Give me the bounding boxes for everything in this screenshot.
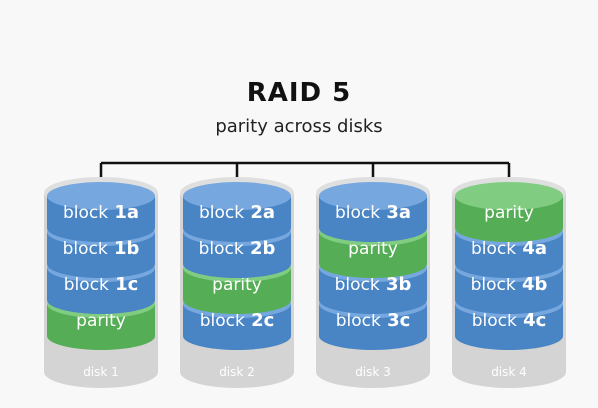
- block-label-prefix: parity: [212, 275, 262, 295]
- disk-label: disk 4: [491, 365, 527, 379]
- block-label: parity: [348, 239, 398, 259]
- block-label-prefix: block: [335, 203, 380, 223]
- diagram-subtitle: parity across disks: [215, 116, 383, 137]
- block-label: block 2a: [199, 202, 275, 223]
- block-label: block 2c: [200, 310, 275, 331]
- block-label-prefix: block: [63, 239, 108, 259]
- block-label-prefix: block: [336, 311, 381, 331]
- block-label-id: 4c: [517, 310, 546, 331]
- block-label-id: 4a: [516, 238, 547, 259]
- block-label-id: 1c: [109, 274, 138, 295]
- block-top: [47, 182, 155, 210]
- disk-label: disk 1: [83, 365, 119, 379]
- block-top: [319, 182, 427, 210]
- diagram-title: RAID 5: [246, 78, 352, 108]
- block-label-prefix: block: [200, 311, 245, 331]
- block-label-id: 3a: [380, 202, 411, 223]
- disk-label: disk 2: [219, 365, 255, 379]
- block-label-prefix: block: [471, 275, 516, 295]
- block-label-prefix: parity: [76, 311, 126, 331]
- block-label-prefix: block: [199, 239, 244, 259]
- data-block-3a: block 3a: [319, 182, 427, 242]
- block-label: block 1c: [64, 274, 139, 295]
- block-label: block 4c: [472, 310, 547, 331]
- block-label: parity: [484, 203, 534, 223]
- block-label: block 2b: [199, 238, 276, 259]
- block-label-id: 3c: [381, 310, 410, 331]
- block-label-prefix: parity: [484, 203, 534, 223]
- data-block-1a: block 1a: [47, 182, 155, 242]
- block-label-prefix: block: [472, 311, 517, 331]
- block-label-id: 2c: [245, 310, 274, 331]
- block-label: block 4a: [471, 238, 547, 259]
- parity-block: parity: [455, 182, 563, 242]
- block-label-id: 1b: [108, 238, 140, 259]
- block-label-prefix: block: [335, 275, 380, 295]
- block-label: block 3c: [336, 310, 411, 331]
- block-label-id: 1a: [108, 202, 139, 223]
- block-label-id: 2a: [244, 202, 275, 223]
- block-label: block 1a: [63, 202, 139, 223]
- block-label-id: 2b: [244, 238, 276, 259]
- data-block-2a: block 2a: [183, 182, 291, 242]
- block-label-prefix: block: [199, 203, 244, 223]
- block-label-prefix: block: [64, 275, 109, 295]
- block-label: block 3a: [335, 202, 411, 223]
- block-label-prefix: block: [63, 203, 108, 223]
- disk-label: disk 3: [355, 365, 391, 379]
- block-label: block 4b: [471, 274, 548, 295]
- block-label: block 3b: [335, 274, 412, 295]
- block-label: parity: [212, 275, 262, 295]
- block-top: [183, 182, 291, 210]
- block-top: [455, 182, 563, 210]
- block-label-prefix: block: [471, 239, 516, 259]
- connector-lines: [99, 161, 511, 208]
- block-label: parity: [76, 311, 126, 331]
- block-label-id: 3b: [380, 274, 412, 295]
- block-label: block 1b: [63, 238, 140, 259]
- block-label-prefix: parity: [348, 239, 398, 259]
- block-label-id: 4b: [516, 274, 548, 295]
